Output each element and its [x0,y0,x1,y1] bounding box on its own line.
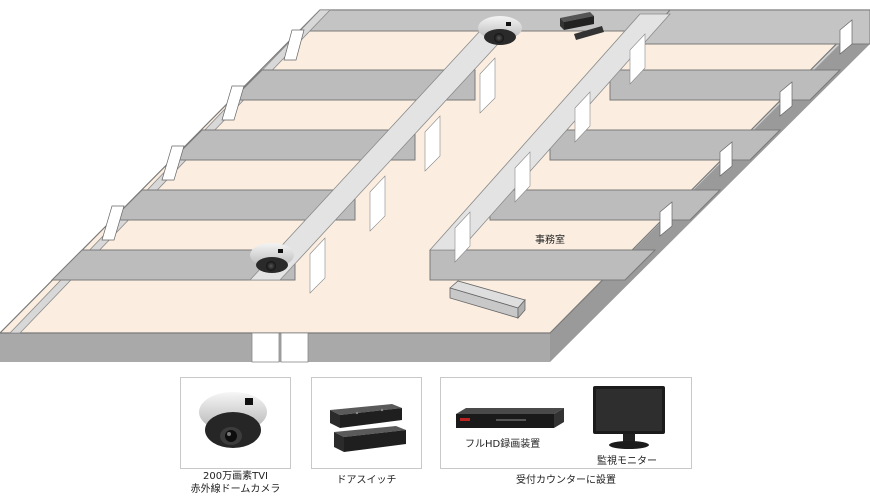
recorder-label: フルHD録画装置 [465,439,541,450]
door-switch-caption: ドアスイッチ [336,475,397,486]
camera-on-plan-bottom [250,243,294,273]
dome-camera-icon [199,392,267,448]
camera-card [180,377,291,469]
door-switch-on-plan [560,12,604,40]
office-label: 事務室 [535,233,565,246]
right-rooms [429,9,870,281]
camera-caption-line2: 赤外線ドームカメラ [190,484,281,495]
monitor-icon [593,386,665,449]
camera-caption-line1: 200万画素TVI [203,471,268,482]
reception-card: フルHD録画装置 監視モニター [440,377,692,469]
door-switch-card [311,377,422,469]
reception-caption: 受付カウンターに設置 [516,475,616,486]
recorder-icon [456,408,564,428]
entrance-door [251,332,309,363]
camera-caption: 200万画素TVI 赤外線ドームカメラ [180,470,291,496]
windows [101,19,853,241]
monitor-label: 監視モニター [597,456,657,467]
door-switch-icon [330,404,406,452]
reception-counter [449,280,526,320]
left-rooms [50,30,511,294]
camera-on-plan-top [478,16,522,45]
floor-slab [0,9,870,362]
